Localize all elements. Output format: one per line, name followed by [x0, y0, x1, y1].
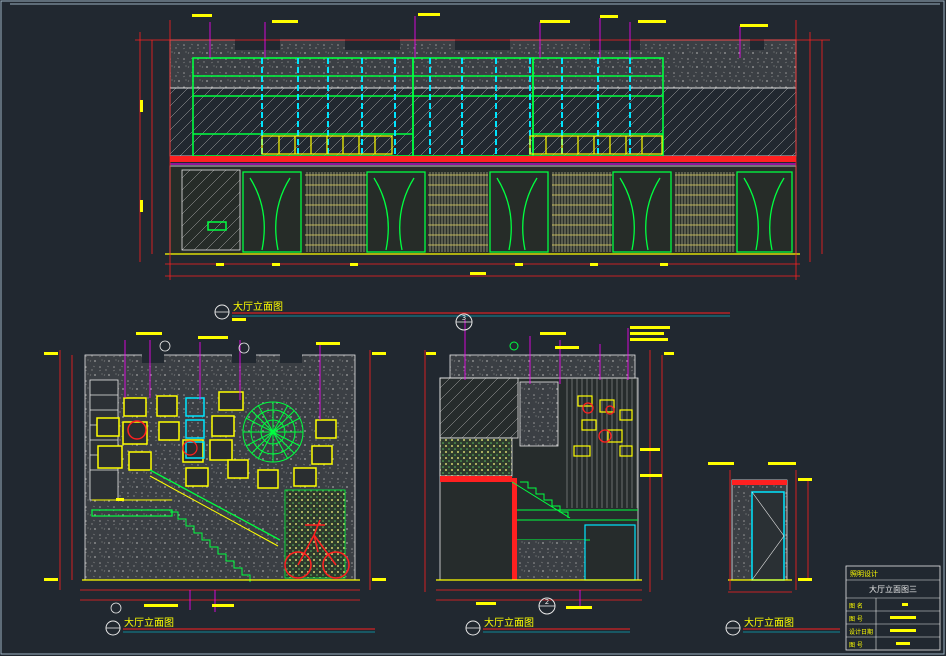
red-medallion-b — [127, 420, 147, 440]
red-lintel-c — [440, 476, 512, 482]
drape-outlines — [242, 171, 793, 253]
door-swing-d — [751, 491, 785, 581]
dotted-planter-c — [439, 437, 513, 477]
view-b-title: 大厅立面图 — [124, 616, 174, 629]
landing-b — [91, 509, 173, 517]
dimension-lines-d — [728, 470, 809, 593]
red-ornaments-c — [582, 402, 615, 443]
callout-3[interactable]: 3 — [455, 313, 473, 331]
stair-handrail-b — [149, 475, 279, 547]
dimension-lines-a — [135, 20, 830, 280]
view-a-title: 大厅立面图 — [233, 300, 283, 313]
desk-sign — [207, 221, 227, 231]
leader-tags-b — [44, 332, 386, 607]
door-d — [751, 491, 785, 581]
dimension-ticks-a — [209, 16, 741, 58]
elevation-view-d[interactable]: 大厅立面图 — [708, 462, 840, 636]
title-block[interactable]: 照明设计 大厅立面图三 图 名 图 号 设计日期 图 号 — [845, 565, 941, 651]
title-block-row-1: 图 名 — [849, 602, 863, 610]
display-items-c — [573, 395, 633, 457]
picture-frames-b — [96, 391, 337, 489]
stone-lower-c — [517, 540, 585, 580]
drawer-row-right — [529, 135, 663, 155]
parapet-notches-b — [142, 353, 302, 363]
dimension-ticks-b — [124, 340, 321, 612]
view-d-title: 大厅立面图 — [744, 616, 794, 629]
red-beam — [170, 156, 796, 162]
leader-tags-a — [140, 13, 768, 275]
callout-2-number: 2 — [545, 598, 549, 606]
dimension-lines-c — [424, 350, 663, 601]
glass-upper-c — [439, 377, 519, 439]
elevation-view-c[interactable]: 3 2 大厅立面图 — [424, 313, 674, 636]
glass-band — [169, 87, 797, 157]
red-medallion-b2 — [182, 440, 198, 456]
title-block-project: 照明设计 — [850, 569, 878, 578]
red-post-c — [512, 478, 517, 580]
stone-top-c — [449, 354, 636, 379]
title-block-values — [890, 603, 916, 645]
red-header-d — [732, 480, 787, 485]
cyan-frames-b — [185, 397, 205, 459]
curtain-panels — [305, 172, 735, 252]
bicycle-ornament — [284, 519, 350, 579]
light-symbol-c — [509, 341, 519, 351]
callout-3-number: 3 — [462, 314, 466, 322]
stair-stringer-b — [149, 469, 281, 541]
stone-panel-c — [519, 381, 559, 447]
leader-tags-c — [426, 326, 674, 609]
stair-steps-b — [170, 511, 251, 582]
title-block-drawing-name: 大厅立面图三 — [869, 584, 917, 594]
title-block-row-4: 图 号 — [849, 642, 863, 649]
title-block-row-3: 设计日期 — [849, 628, 873, 636]
rosette-medallion — [242, 401, 304, 463]
reception-desk-area — [181, 169, 241, 251]
leader-tags-d — [708, 462, 812, 581]
dimension-lines-b — [59, 350, 371, 601]
view-c-title: 大厅立面图 — [484, 616, 534, 629]
parapet-notches — [235, 38, 764, 50]
drawer-row-left — [261, 135, 393, 155]
title-block-row-2: 图 号 — [849, 616, 863, 623]
slatted-wall-c — [565, 378, 638, 508]
elevation-view-b[interactable]: 大厅立面图 — [44, 332, 386, 636]
light-symbols-b — [110, 340, 250, 614]
callout-2[interactable]: 2 — [538, 597, 556, 615]
elevation-view-a[interactable]: 大厅立面图 — [135, 13, 830, 321]
view-a-scale-tag — [232, 318, 246, 321]
